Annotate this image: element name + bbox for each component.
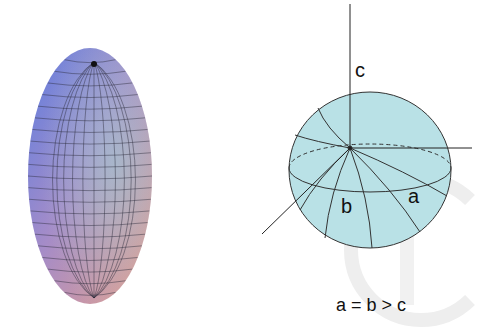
axis-label: b bbox=[341, 196, 352, 216]
axis-label: a bbox=[408, 186, 419, 206]
relation-caption: a = b > c bbox=[336, 296, 406, 314]
axis-label: c bbox=[355, 60, 365, 80]
